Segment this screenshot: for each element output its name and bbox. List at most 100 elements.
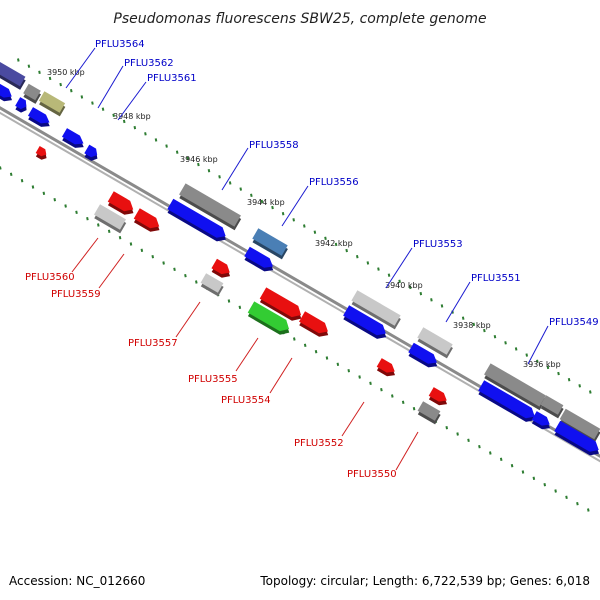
gene-label[interactable]: PFLU3560	[25, 237, 99, 283]
gene-label[interactable]: PFLU3549	[527, 317, 599, 365]
scale-tick	[0, 166, 2, 170]
scale-tick	[42, 191, 46, 196]
gene-arrow[interactable]	[530, 411, 554, 432]
gene-label[interactable]: PFLU3564	[65, 39, 145, 89]
scale-label: 3944 kbp	[247, 198, 285, 207]
gene-arrow[interactable]	[60, 128, 87, 151]
gene-arrow[interactable]	[427, 387, 451, 408]
scale-tick	[195, 280, 198, 284]
gene-arrow[interactable]	[166, 198, 231, 245]
gene-label[interactable]: PFLU3552	[294, 401, 365, 449]
svg-text:PFLU3559: PFLU3559	[51, 289, 101, 300]
scale-tick	[440, 304, 444, 308]
scale-tick	[144, 132, 147, 136]
gene-arrow[interactable]	[553, 420, 600, 459]
gene-arrow[interactable]	[539, 395, 565, 419]
scale-tick	[140, 248, 144, 253]
scale-tick	[412, 406, 416, 411]
scale-tick	[293, 337, 296, 341]
gene-arrow[interactable]	[178, 183, 243, 231]
gene-arrow[interactable]	[298, 311, 333, 340]
gene-label[interactable]: PFLU3562	[97, 58, 174, 109]
scale-label: 3936 kbp	[523, 360, 561, 369]
gene-arrow[interactable]	[350, 290, 403, 330]
gene-label[interactable]: PFLU3559	[51, 253, 125, 300]
gene-label[interactable]: PFLU3554	[221, 357, 293, 406]
scale-tick	[565, 495, 568, 500]
gene-features	[0, 59, 600, 459]
scale-tick	[250, 193, 253, 197]
gene-label[interactable]: PFLU3555	[188, 337, 259, 385]
scale-tick	[281, 212, 285, 216]
gene-label[interactable]: PFLU3556	[281, 177, 359, 227]
gene-arrow[interactable]	[246, 301, 294, 338]
gene-label[interactable]: PFLU3551	[445, 273, 521, 323]
scale-tick	[75, 210, 78, 215]
gene-arrow[interactable]	[0, 59, 27, 90]
gene-arrow[interactable]	[93, 204, 128, 234]
scale-tick	[107, 229, 111, 234]
gene-arrow[interactable]	[342, 305, 391, 342]
scale-tick	[336, 362, 340, 367]
gene-arrow[interactable]	[14, 97, 31, 114]
gene-label[interactable]: PFLU3561	[117, 73, 197, 121]
gene-arrow[interactable]	[416, 327, 455, 359]
scale-tick	[27, 64, 31, 68]
scale-tick	[53, 197, 57, 202]
gene-arrow[interactable]	[558, 408, 600, 443]
scale-tick	[472, 322, 476, 327]
scale-tick	[401, 400, 405, 405]
gene-arrow[interactable]	[416, 401, 442, 425]
scale-tick	[430, 298, 433, 302]
gene-label[interactable]: PFLU3557	[128, 301, 201, 349]
scale-tick	[154, 138, 158, 142]
scale-label: 3938 kbp	[453, 321, 491, 330]
svg-text:PFLU3551: PFLU3551	[471, 273, 521, 284]
gene-label[interactable]: PFLU3553	[385, 239, 463, 289]
scale-tick	[197, 162, 200, 167]
scale-tick	[184, 273, 187, 278]
gene-arrow[interactable]	[83, 144, 102, 163]
scale-tick	[175, 150, 179, 154]
gene-arrow[interactable]	[477, 380, 540, 425]
gene-arrow[interactable]	[210, 258, 234, 281]
gene-arrow[interactable]	[243, 246, 278, 275]
scale-tick	[467, 438, 470, 443]
scale-tick	[358, 375, 361, 379]
scale-tick	[355, 255, 359, 259]
scale-tick	[543, 482, 547, 487]
gene-arrow[interactable]	[37, 91, 67, 117]
svg-text:PFLU3558: PFLU3558	[249, 140, 299, 151]
gene-label[interactable]: PFLU3558	[221, 140, 299, 191]
scale-tick	[151, 254, 155, 259]
gene-arrow[interactable]	[22, 83, 43, 104]
scale-tick	[557, 371, 560, 376]
scale-label: 3948 kbp	[113, 112, 151, 121]
gene-arrow[interactable]	[258, 287, 306, 324]
scale-tick	[567, 378, 571, 382]
scale-tick	[532, 476, 536, 481]
svg-text:PFLU3562: PFLU3562	[124, 58, 174, 69]
scale-tick	[504, 341, 507, 345]
scale-label: 3942 kbp	[315, 239, 353, 248]
svg-text:PFLU3554: PFLU3554	[221, 395, 271, 406]
gene-arrow[interactable]	[0, 83, 16, 104]
scale-tick	[133, 125, 137, 130]
gene-arrow[interactable]	[407, 342, 442, 371]
svg-text:PFLU3561: PFLU3561	[147, 73, 197, 84]
scale-tick	[17, 58, 20, 62]
gene-arrow[interactable]	[106, 191, 138, 218]
scale-tick	[207, 168, 211, 173]
scale-tick	[419, 291, 423, 296]
gene-label[interactable]: PFLU3550	[347, 431, 419, 480]
gene-arrow[interactable]	[483, 363, 548, 411]
scale-tick	[493, 334, 497, 339]
gene-arrow[interactable]	[375, 358, 399, 379]
gene-arrow[interactable]	[34, 146, 50, 162]
gene-arrow[interactable]	[251, 228, 290, 260]
gene-arrow[interactable]	[199, 273, 225, 297]
gene-arrow[interactable]	[132, 208, 164, 235]
gene-arrow[interactable]	[26, 107, 53, 130]
scale-tick	[366, 261, 370, 265]
